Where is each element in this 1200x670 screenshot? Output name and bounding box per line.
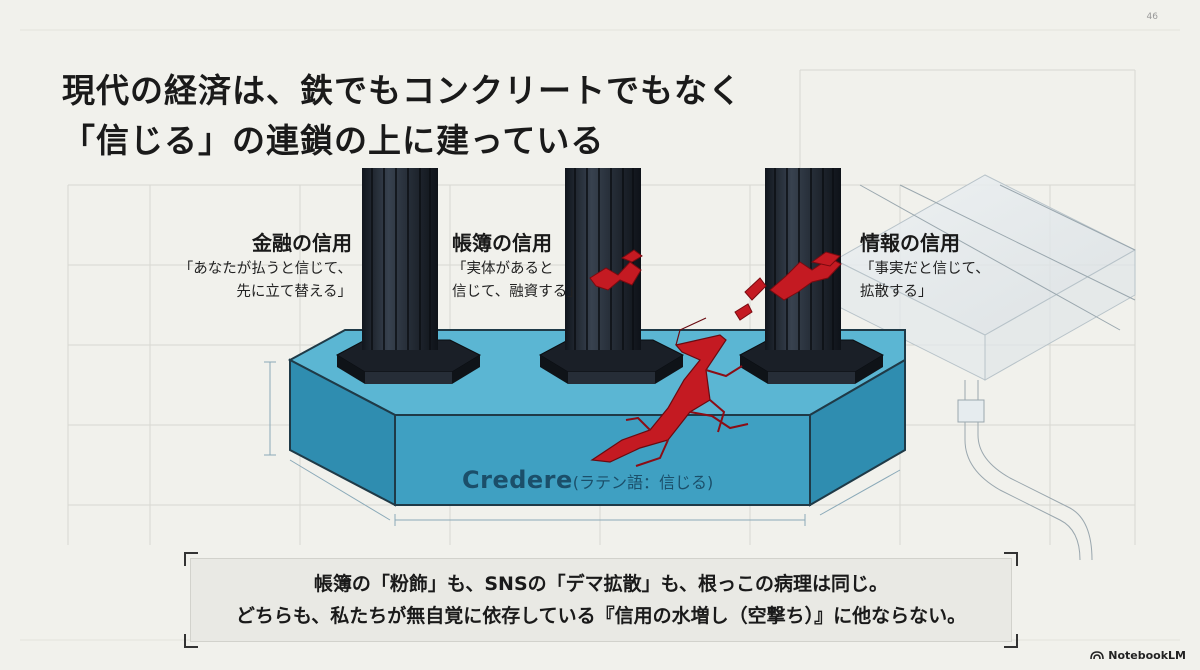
brand-badge: NotebookLM (1090, 649, 1186, 662)
pillar-financial (362, 168, 438, 350)
pillar-cracks (589, 249, 842, 321)
slide-title: 現代の経済は、鉄でもコンクリートでもなく 「信じる」の連鎖の上に建っている (62, 66, 742, 166)
corner-bracket (1004, 634, 1018, 648)
corner-bracket (184, 634, 198, 648)
pillar-heading: 金融の信用 (252, 231, 352, 255)
pillar-description: 「実体があると 信じて、融資する」 (452, 261, 582, 300)
dimension-lines (264, 361, 901, 526)
notebooklm-logo-icon (1090, 651, 1105, 660)
title-line-2: 「信じる」の連鎖の上に建っている (62, 121, 605, 160)
page-number: 46 (1146, 12, 1158, 22)
conclusion-line-1: 帳簿の「粉飾」も、SNSの「デマ拡散」も、根っこの病理は同じ。 (313, 573, 889, 595)
foundation-label-sub: (ラテン語：信じる) (572, 473, 714, 492)
foundation-label-main: Credere (462, 466, 573, 494)
foundation-label: Credere(ラテン語：信じる) (462, 466, 713, 494)
corner-bracket (184, 552, 198, 566)
pillar-label-ledger: 帳簿の信用 「実体があると 信じて、融資する」 (452, 228, 612, 304)
pillar-label-information: 情報の信用 「事実だと信じて、 拡散する」 (860, 228, 1080, 304)
title-line-1: 現代の経済は、鉄でもコンクリートでもなく (62, 71, 742, 110)
pillar-description: 「事実だと信じて、 拡散する」 (860, 261, 990, 300)
foundation-crack (590, 317, 749, 467)
brand-name: NotebookLM (1108, 649, 1186, 662)
pillar-heading: 帳簿の信用 (452, 231, 552, 255)
conclusion-line-2: どちらも、私たちが無自覚に依存している『信用の水増し（空撃ち）』に他ならない。 (235, 605, 967, 627)
pillar-description: 「あなたが払うと信じて、 先に立て替える」 (178, 261, 352, 300)
conclusion-box: 帳簿の「粉飾」も、SNSの「デマ拡散」も、根っこの病理は同じ。 どちらも、私たち… (190, 558, 1012, 642)
ghost-structure (833, 174, 1137, 561)
corner-bracket (1004, 552, 1018, 566)
pillar-label-financial: 金融の信用 「あなたが払うと信じて、 先に立て替える」 (112, 228, 352, 304)
pillar-heading: 情報の信用 (860, 231, 960, 255)
